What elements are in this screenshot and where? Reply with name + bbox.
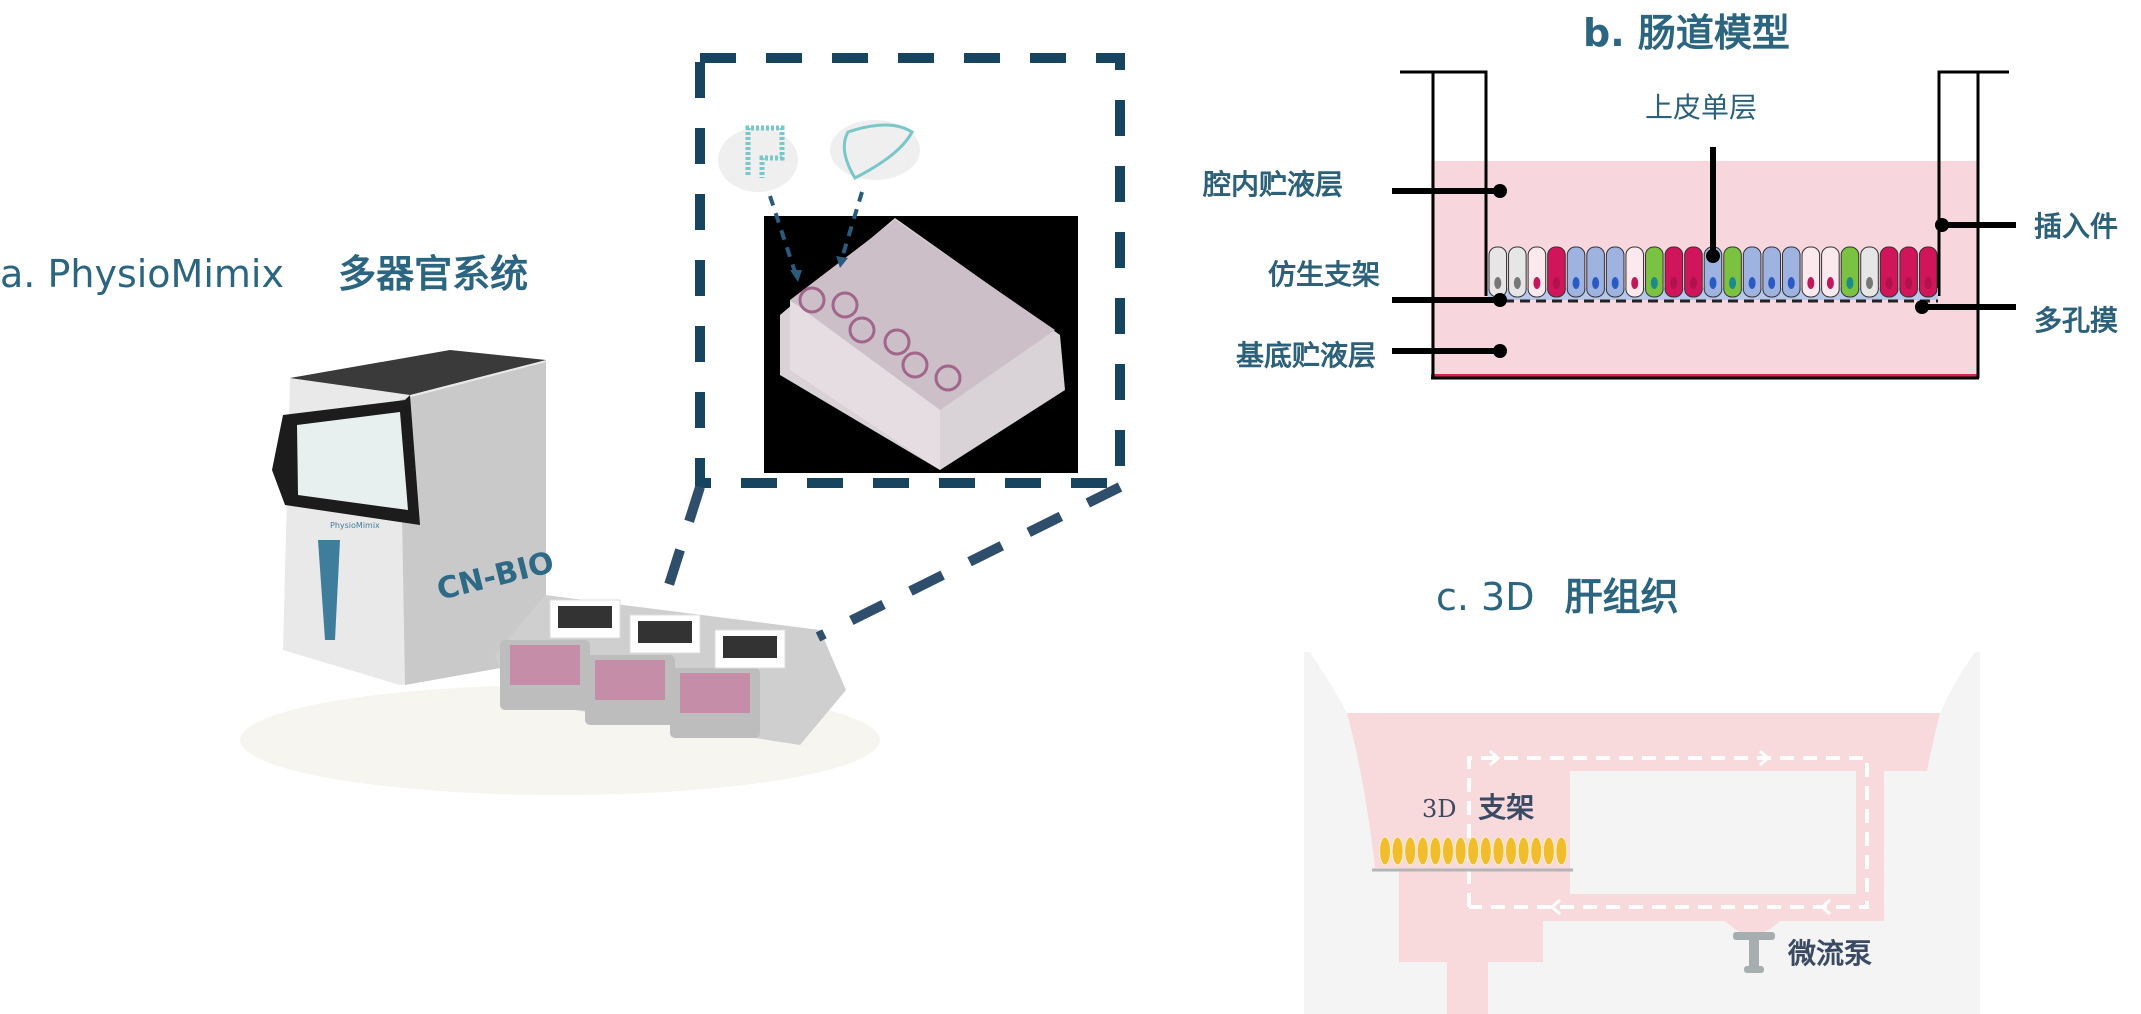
machine-logo: PhysioMimix — [330, 521, 380, 530]
epithelial-cell — [1742, 246, 1762, 298]
arrow-head-icon — [836, 256, 848, 268]
chip-holders — [500, 599, 786, 738]
liver-cell — [1416, 836, 1429, 866]
cell-nucleus — [1924, 277, 1932, 289]
multi-organ-chip-plate — [780, 218, 1065, 470]
part-b-title: b. 肠道模型 — [1583, 11, 1790, 55]
cell-nucleus — [1611, 277, 1619, 289]
cell-nucleus — [1866, 277, 1874, 289]
part-c-liver-tissue: 肝组织 — [1564, 575, 1679, 619]
epithelial-cell — [1840, 246, 1860, 298]
zoom-callout — [663, 53, 1125, 642]
epithelial-cell — [1527, 246, 1547, 298]
flow-arrow-left-icon — [1549, 898, 1831, 916]
cell-nucleus — [1592, 277, 1600, 289]
epithelial-cell — [1781, 246, 1801, 298]
epithelial-cell — [1488, 246, 1508, 298]
physiomimix-machine: PhysioMimix CN-BIO — [240, 350, 880, 795]
intestine-icon — [718, 125, 798, 192]
cell-nucleus — [1513, 277, 1521, 289]
liver-cell — [1530, 836, 1543, 866]
epithelial-cell — [1860, 246, 1879, 298]
cell-nucleus — [1650, 277, 1658, 289]
cell-nucleus — [1494, 277, 1502, 289]
cell-nucleus — [1729, 277, 1737, 289]
epithelial-cell — [1645, 246, 1664, 298]
liver-cell — [1492, 836, 1505, 866]
cell-nucleus — [1709, 277, 1717, 289]
cell-nucleus — [1533, 277, 1541, 289]
organ-arrows — [768, 191, 864, 273]
cell-nucleus — [1572, 277, 1580, 289]
part-a-title: a. PhysioMimix 多器官系统 — [0, 243, 528, 298]
machine-screen — [297, 412, 408, 510]
part-a-system: 多器官系统 — [338, 252, 529, 296]
liver-cell — [1467, 836, 1480, 866]
epithelial-cell — [1625, 246, 1645, 298]
cell-nucleus — [1552, 277, 1560, 289]
part-a-letter: a. — [0, 252, 36, 296]
label-scaffold: 支架 — [1478, 791, 1535, 824]
arrow-head-icon — [790, 270, 802, 282]
cell-nucleus — [1905, 277, 1913, 289]
flow-loop — [1467, 756, 1869, 909]
liver-cell — [1542, 836, 1555, 866]
epithelial-cell — [1684, 246, 1703, 298]
intestine-model-diagram — [1392, 70, 2016, 380]
liver-model-diagram — [1304, 652, 1980, 1014]
label-apical-reservoir: 腔内贮液层 — [1203, 168, 1344, 201]
liver-cell — [1404, 836, 1417, 866]
machine-top — [290, 350, 546, 395]
label-bionic-scaffold: 仿生支架 — [1268, 258, 1381, 291]
epithelial-cell — [1899, 246, 1918, 298]
cell-nucleus — [1689, 277, 1697, 289]
flow-arrow-right-icon — [1489, 749, 1771, 767]
label-insert: 插入件 — [2034, 210, 2119, 243]
label-3d-scaffold: 3D 支架 — [1422, 786, 1534, 826]
liver-cell — [1391, 836, 1404, 866]
liver-cell — [1454, 836, 1467, 866]
cell-nucleus — [1631, 277, 1639, 289]
epithelial-cell — [1605, 246, 1625, 298]
liver-cell — [1517, 836, 1530, 866]
liver-cell — [1379, 836, 1391, 866]
cell-nucleus — [1748, 277, 1756, 289]
epithelial-cell — [1723, 246, 1742, 298]
part-a-product: PhysioMimix — [47, 252, 284, 296]
epithelial-cell — [1821, 246, 1840, 298]
cell-nucleus — [1885, 277, 1893, 289]
micro-pump-icon — [1733, 932, 1775, 973]
epithelial-cell — [1879, 246, 1899, 298]
epithelial-cell — [1762, 246, 1781, 298]
cell-nucleus — [1807, 277, 1815, 289]
liver-cell — [1505, 836, 1517, 866]
liver-cell — [1442, 836, 1454, 866]
epithelial-cell — [1547, 246, 1566, 298]
epithelial-cell — [1801, 246, 1821, 298]
liver-cell — [1479, 836, 1492, 866]
cell-nucleus — [1787, 277, 1795, 289]
part-c-title: c. 3D 肝组织 — [1436, 566, 1679, 621]
insert-left-wall — [1400, 70, 1488, 296]
epithelial-cells — [1488, 246, 1938, 298]
cell-nucleus — [1846, 277, 1854, 289]
liver-cell — [1555, 836, 1568, 866]
liver-cell — [1429, 836, 1442, 866]
part-c-prefix: c. 3D — [1436, 575, 1535, 619]
epithelial-cell — [1586, 246, 1605, 298]
label-basal-reservoir: 基底贮液层 — [1236, 339, 1377, 372]
epithelial-cell — [1664, 246, 1684, 298]
cell-nucleus — [1670, 277, 1678, 289]
liver-cells — [1379, 836, 1568, 866]
label-porous-membrane: 多孔摸 — [2034, 304, 2119, 337]
epithelial-cell — [1508, 246, 1527, 298]
epithelial-cell — [1918, 246, 1938, 298]
label-3d: 3D — [1422, 795, 1457, 823]
label-micro-pump: 微流泵 — [1788, 937, 1873, 970]
label-epithelial-monolayer: 上皮单层 — [1645, 91, 1758, 124]
cell-nucleus — [1826, 277, 1834, 289]
epithelial-cell — [1566, 246, 1586, 298]
cell-nucleus — [1768, 277, 1776, 289]
liver-icon — [830, 120, 920, 180]
